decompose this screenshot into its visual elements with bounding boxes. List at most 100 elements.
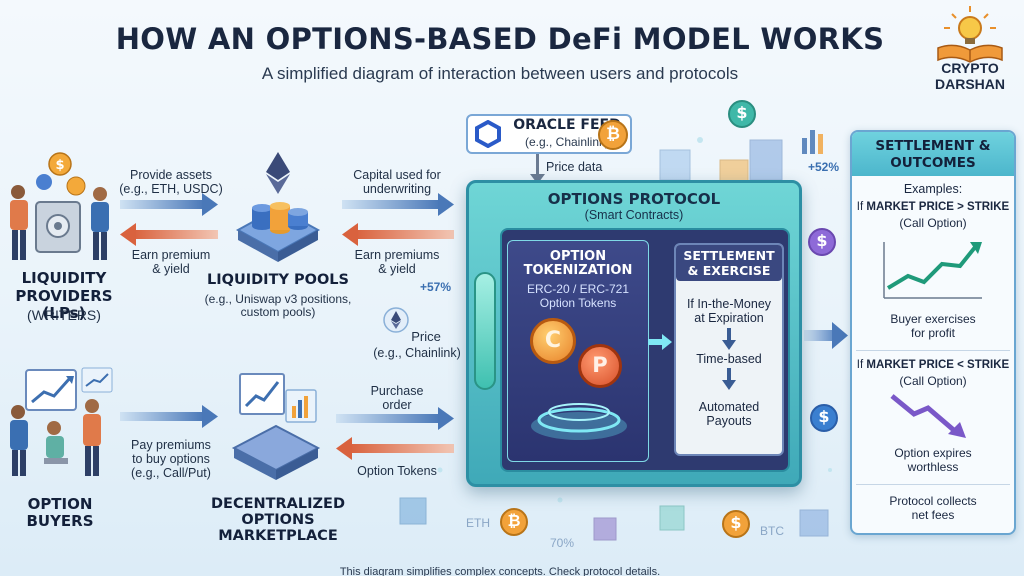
- arrow-to-settlement: [648, 334, 672, 350]
- flow-capital-2: underwriting: [362, 182, 432, 196]
- protocol-sub: (Smart Contracts): [584, 208, 684, 222]
- tokenization-std2: Option Tokens: [539, 296, 617, 310]
- marketplace-line3: MARKETPLACE: [218, 528, 338, 544]
- oracle-title: ORACLE FEED: [513, 117, 621, 133]
- call-token-letter: C: [544, 328, 562, 353]
- chainlink-icon: [475, 120, 501, 148]
- put-token-letter: P: [592, 353, 608, 377]
- pools-sub-line1: (e.g., Uniswap v3 positions,: [204, 292, 352, 306]
- bitcoin-symbol-bottom: ₿: [507, 511, 521, 530]
- outcomes-divider-2: [856, 484, 1010, 485]
- liquidity-providers-illustration: $: [10, 152, 109, 260]
- arrow-option-tokens: [336, 437, 454, 460]
- outcomes-fees2: net fees: [911, 508, 955, 522]
- arrow-price-data: [530, 154, 545, 184]
- oracle-sub: (e.g., Chainlink): [524, 135, 610, 149]
- outcomes-exercise1: Buyer exercises: [890, 312, 976, 326]
- pools-label: LIQUIDITY POOLS: [207, 272, 349, 288]
- arrow-earn-premiums: [342, 223, 454, 246]
- uptrend-chart-icon: [883, 242, 982, 299]
- footer-disclaimer: This diagram simplifies complex concepts…: [339, 566, 661, 576]
- eth-decor-label: ETH: [466, 516, 490, 530]
- put-token-coin: [578, 344, 622, 388]
- tokenization-line2: TOKENIZATION: [523, 263, 633, 278]
- settle-head2: & EXERCISE: [687, 263, 771, 278]
- flow-pay-premiums-2: to buy options: [132, 452, 210, 466]
- lightbulb-book-icon: [937, 6, 1003, 63]
- settle-cond2: at Expiration: [694, 311, 764, 325]
- arrow-to-outcomes: [804, 322, 848, 349]
- outcomes-head1: SETTLEMENT &: [875, 138, 991, 154]
- if-up-prefix: If: [856, 201, 867, 213]
- dollar-symbol-lower: $: [818, 407, 830, 426]
- tokenization-line1: OPTION: [549, 249, 607, 264]
- pct-57: +57%: [420, 280, 452, 294]
- outcomes-if-up: If MARKET PRICE > STRIKE: [852, 201, 1014, 213]
- flow-earn-premiums-2: & yield: [378, 262, 416, 276]
- if-down-prefix: If: [856, 359, 867, 371]
- if-up-condition: MARKET PRICE > STRIKE: [866, 201, 1010, 213]
- flow-price-data: Price data: [546, 160, 603, 174]
- outcomes-expire1: Option expires: [894, 446, 972, 460]
- settlement-outcomes-panel: [850, 130, 1016, 535]
- protocol-title: OPTIONS PROTOCOL: [547, 190, 721, 208]
- flow-option-tokens: Option Tokens: [357, 464, 437, 478]
- token-platform-graphic: [531, 403, 627, 440]
- outcomes-call2: (Call Option): [899, 374, 967, 388]
- marketplace-illustration: [231, 373, 321, 480]
- outcomes-examples: Examples:: [903, 182, 963, 196]
- call-token-coin: [530, 318, 576, 364]
- flow-price-2: (e.g., Chainlink): [373, 346, 461, 360]
- ethereum-coin-icon: [383, 307, 409, 333]
- settlement-outcomes-header: [852, 132, 1014, 176]
- outcomes-exercise2: for profit: [910, 326, 955, 340]
- dollar-symbol-bottom: $: [730, 513, 742, 532]
- arrow-pay-premiums: [120, 405, 218, 428]
- option-buyers-illustration: [10, 367, 113, 476]
- arrow-down-1: [722, 328, 736, 350]
- marketplace-line2: OPTIONS: [241, 512, 315, 528]
- page-subtitle: A simplified diagram of interaction betw…: [261, 64, 739, 83]
- flow-provide-assets-1: Provide assets: [130, 168, 212, 182]
- outcomes-call1: (Call Option): [899, 216, 967, 230]
- flow-earn-premiums-1: Earn premiums: [354, 248, 440, 262]
- lp-label-line1: LIQUIDITY: [21, 269, 107, 287]
- pct-52: +52%: [808, 160, 840, 174]
- marketplace-line1: DECENTRALIZED: [211, 496, 345, 512]
- logo-text-line2: DARSHAN: [935, 76, 1005, 92]
- flow-purchase-1: Purchase: [370, 384, 424, 398]
- dollar-coin-right: [808, 228, 836, 256]
- protocol-input-pill: [474, 272, 496, 390]
- buyers-label-line2: BUYERS: [26, 512, 94, 530]
- pct-70: 70%: [550, 536, 575, 550]
- bar-chart-icon: [802, 130, 823, 154]
- dollar-symbol-right: $: [816, 231, 828, 250]
- buyers-label-line1: OPTION: [27, 495, 93, 513]
- dollar-coin-top: [728, 100, 756, 128]
- arrow-down-2: [722, 368, 736, 390]
- page-title: HOW AN OPTIONS-BASED DeFi MODEL WORKS: [115, 22, 885, 56]
- settle-time: Time-based: [696, 352, 762, 366]
- if-down-condition: MARKET PRICE < STRIKE: [866, 359, 1010, 371]
- bitcoin-coin-bottom: [500, 508, 528, 536]
- btc-decor-label: BTC: [760, 524, 784, 538]
- crypto-darshan-logo: CRYPTO DARSHAN: [920, 2, 1020, 112]
- svg-text:$: $: [55, 158, 64, 173]
- flow-pay-premiums-3: (e.g., Call/Put): [131, 466, 211, 480]
- flow-earn-premium-2: & yield: [152, 262, 190, 276]
- settle-head1: SETTLEMENT: [683, 248, 775, 263]
- arrow-capital: [342, 193, 454, 216]
- arrow-provide-assets: [120, 193, 218, 216]
- outcomes-expire2: worthless: [907, 460, 959, 474]
- lp-label-line3: (WRITERS): [27, 307, 101, 323]
- arrow-purchase-order: [336, 407, 454, 430]
- settle-auto2: Payouts: [706, 414, 752, 428]
- downtrend-arrow-icon: [890, 394, 966, 438]
- tokenization-std1: ERC-20 / ERC-721: [526, 282, 630, 296]
- flow-price-1: Price: [411, 329, 441, 344]
- flow-provide-assets-2: (e.g., ETH, USDC): [119, 182, 223, 196]
- settlement-exercise-header: [676, 245, 782, 281]
- logo-text-line1: CRYPTO: [941, 60, 999, 76]
- lp-label-line2: PROVIDERS (LPs): [15, 287, 113, 322]
- pools-sub-line2: custom pools): [240, 305, 316, 319]
